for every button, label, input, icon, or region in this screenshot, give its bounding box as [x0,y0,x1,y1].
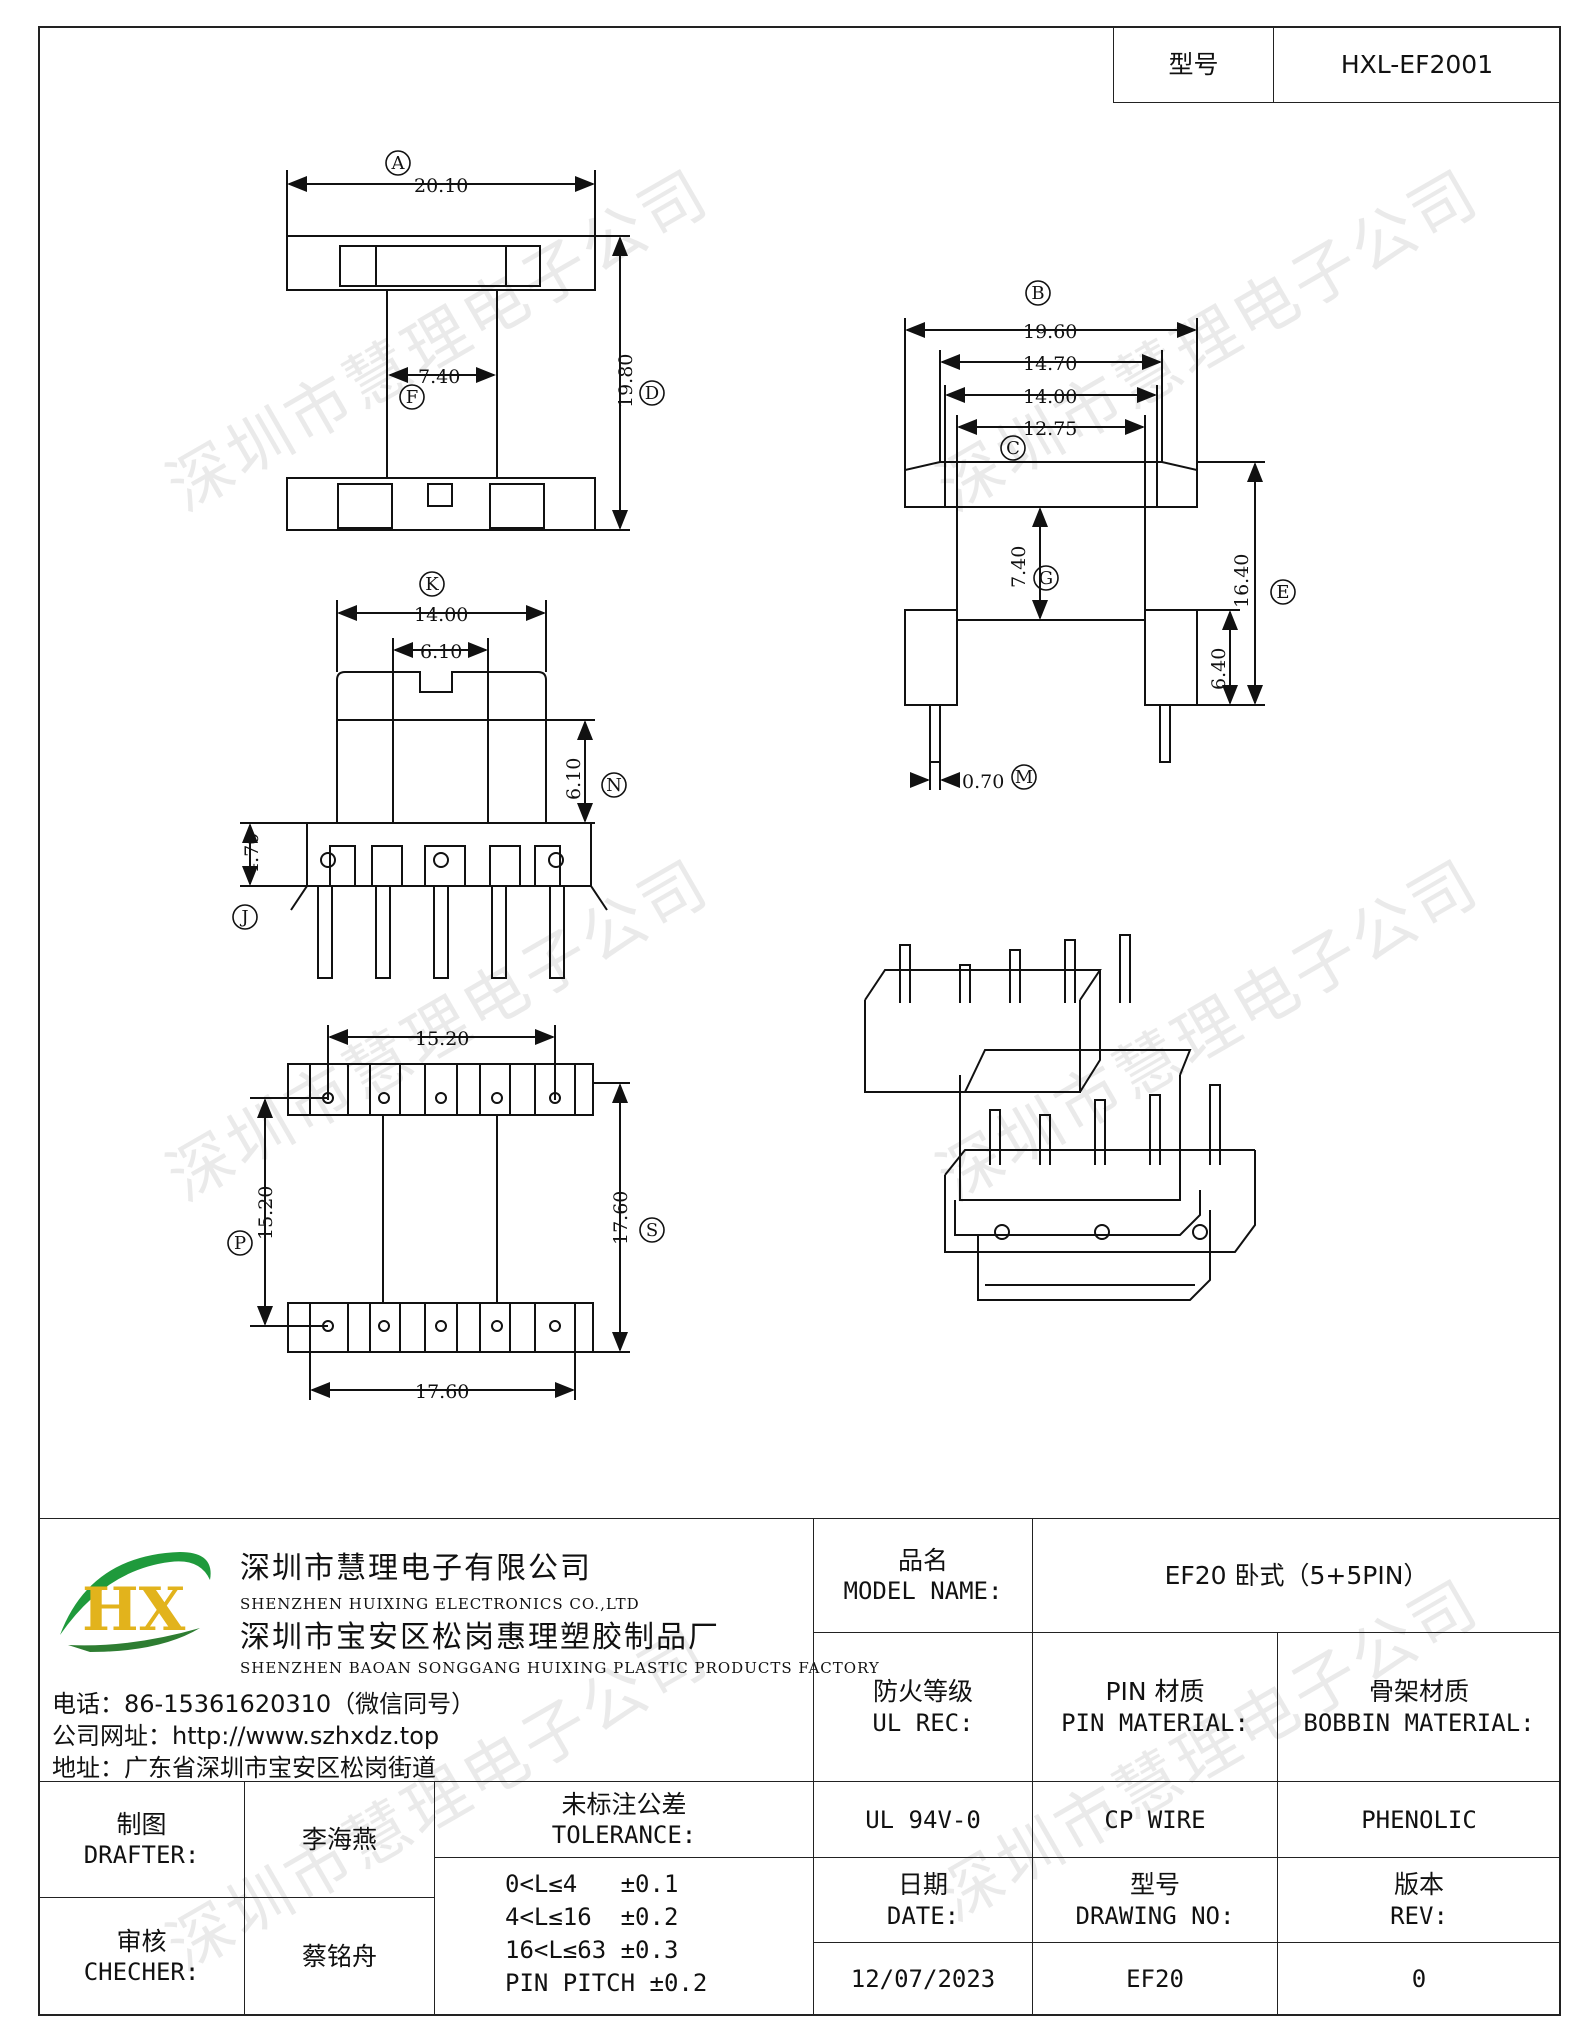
dim-g-value: 7.40 [1008,546,1030,588]
svg-text:G: G [1039,568,1053,589]
ref-c: C [1000,435,1026,461]
dim-e2-value: 6.40 [1208,648,1230,690]
svg-text:D: D [645,383,659,404]
company-website: 公司网址：http://www.szhxdz.top [52,1722,440,1750]
ref-s: S [639,1217,665,1243]
view-pins [240,600,608,979]
ref-f: F [399,384,425,410]
svg-text:S: S [646,1220,658,1241]
dim-s-value: 17.60 [610,1191,632,1245]
ref-e: E [1270,579,1296,605]
dim-f-value: 7.40 [418,366,460,388]
dim-w1-value: 14.70 [1023,353,1077,375]
company-name-en: SHENZHEN HUIXING ELECTRONICS CO.,LTD [240,1595,640,1613]
ref-b: B [1025,280,1051,306]
technical-drawing: 20.10 7.40 19.80 19.60 14.70 14.00 12.75… [227,150,1296,1403]
svg-text:K: K [425,574,439,595]
svg-text:P: P [234,1233,246,1254]
company-phone: 电话：86-15361620310（微信同号） [52,1690,476,1718]
ref-d: D [639,380,665,406]
pin-material-value: CP WIRE [1032,1781,1278,1858]
tolerance-line: 4<L≤16 ±0.2 [505,1903,679,1932]
dim-w2-value: 14.00 [1023,386,1077,408]
company-logo: HX [60,1552,211,1652]
ref-a: A [385,150,411,176]
dim-d-value: 19.80 [615,354,637,408]
checker-value: 蔡铭舟 [244,1897,435,2016]
dim-j-value: 4.70 [241,833,263,875]
drafter-value: 李海燕 [244,1781,435,1898]
model-name-value: EF20 卧式（5+5PIN） [1032,1518,1561,1633]
dim-m-value: 0.70 [962,771,1004,793]
ref-j: J [232,904,258,930]
view-side [904,318,1265,790]
svg-text:J: J [239,907,248,928]
svg-text:B: B [1031,283,1044,304]
svg-text:A: A [391,153,406,174]
dim-bottom-value: 17.60 [415,1381,469,1403]
ref-g: G [1033,565,1059,591]
dim-n-value: 6.10 [563,758,585,800]
dim-k2-value: 6.10 [420,641,462,663]
tolerance-line: 16<L≤63 ±0.3 [505,1936,679,1965]
dim-k-value: 14.00 [414,604,468,626]
dim-p-value: 15.20 [255,1186,277,1240]
drawing-no-value: EF20 [1032,1942,1278,2016]
tolerance-line: 0<L≤4 ±0.1 [505,1870,679,1898]
view-top [250,1025,630,1400]
dim-a-value: 20.10 [414,175,468,197]
factory-name-cn: 深圳市宝安区松岗惠理塑胶制品厂 [240,1620,720,1655]
svg-text:M: M [1015,767,1033,788]
dim-top-value: 15.20 [415,1028,469,1050]
ref-k: K [419,571,445,597]
date-value: 12/07/2023 [813,1942,1033,2016]
dim-w3-value: 12.75 [1023,418,1077,440]
dim-b-value: 19.60 [1023,321,1077,343]
ul-value: UL 94V-0 [813,1781,1033,1858]
dim-e-value: 16.40 [1231,554,1253,608]
ref-n: N [601,772,627,798]
ref-m: M [1011,764,1037,790]
factory-name-en: SHENZHEN BAOAN SONGGANG HUIXING PLASTIC … [240,1659,880,1677]
svg-text:HX: HX [82,1575,186,1645]
tolerance-line: PIN PITCH ±0.2 [505,1969,708,1998]
tolerance-lines: 0<L≤4 ±0.1 4<L≤16 ±0.2 16<L≤63 ±0.3 PIN … [505,1868,707,2000]
bobbin-material-value: PHENOLIC [1277,1781,1561,1858]
svg-text:C: C [1006,438,1020,459]
ref-p: P [227,1230,253,1256]
svg-text:E: E [1276,582,1289,603]
svg-text:F: F [406,387,419,408]
company-name-cn: 深圳市慧理电子有限公司 [240,1551,592,1586]
svg-text:N: N [606,775,622,796]
view-front [286,170,630,531]
rev-value: 0 [1277,1942,1561,2016]
company-address: 地址：广东省深圳市宝安区松岗街道 [52,1754,436,1782]
type-label: 型号 [1113,26,1274,103]
view-isometric [864,934,1256,1301]
type-value: HXL-EF2001 [1273,26,1561,103]
